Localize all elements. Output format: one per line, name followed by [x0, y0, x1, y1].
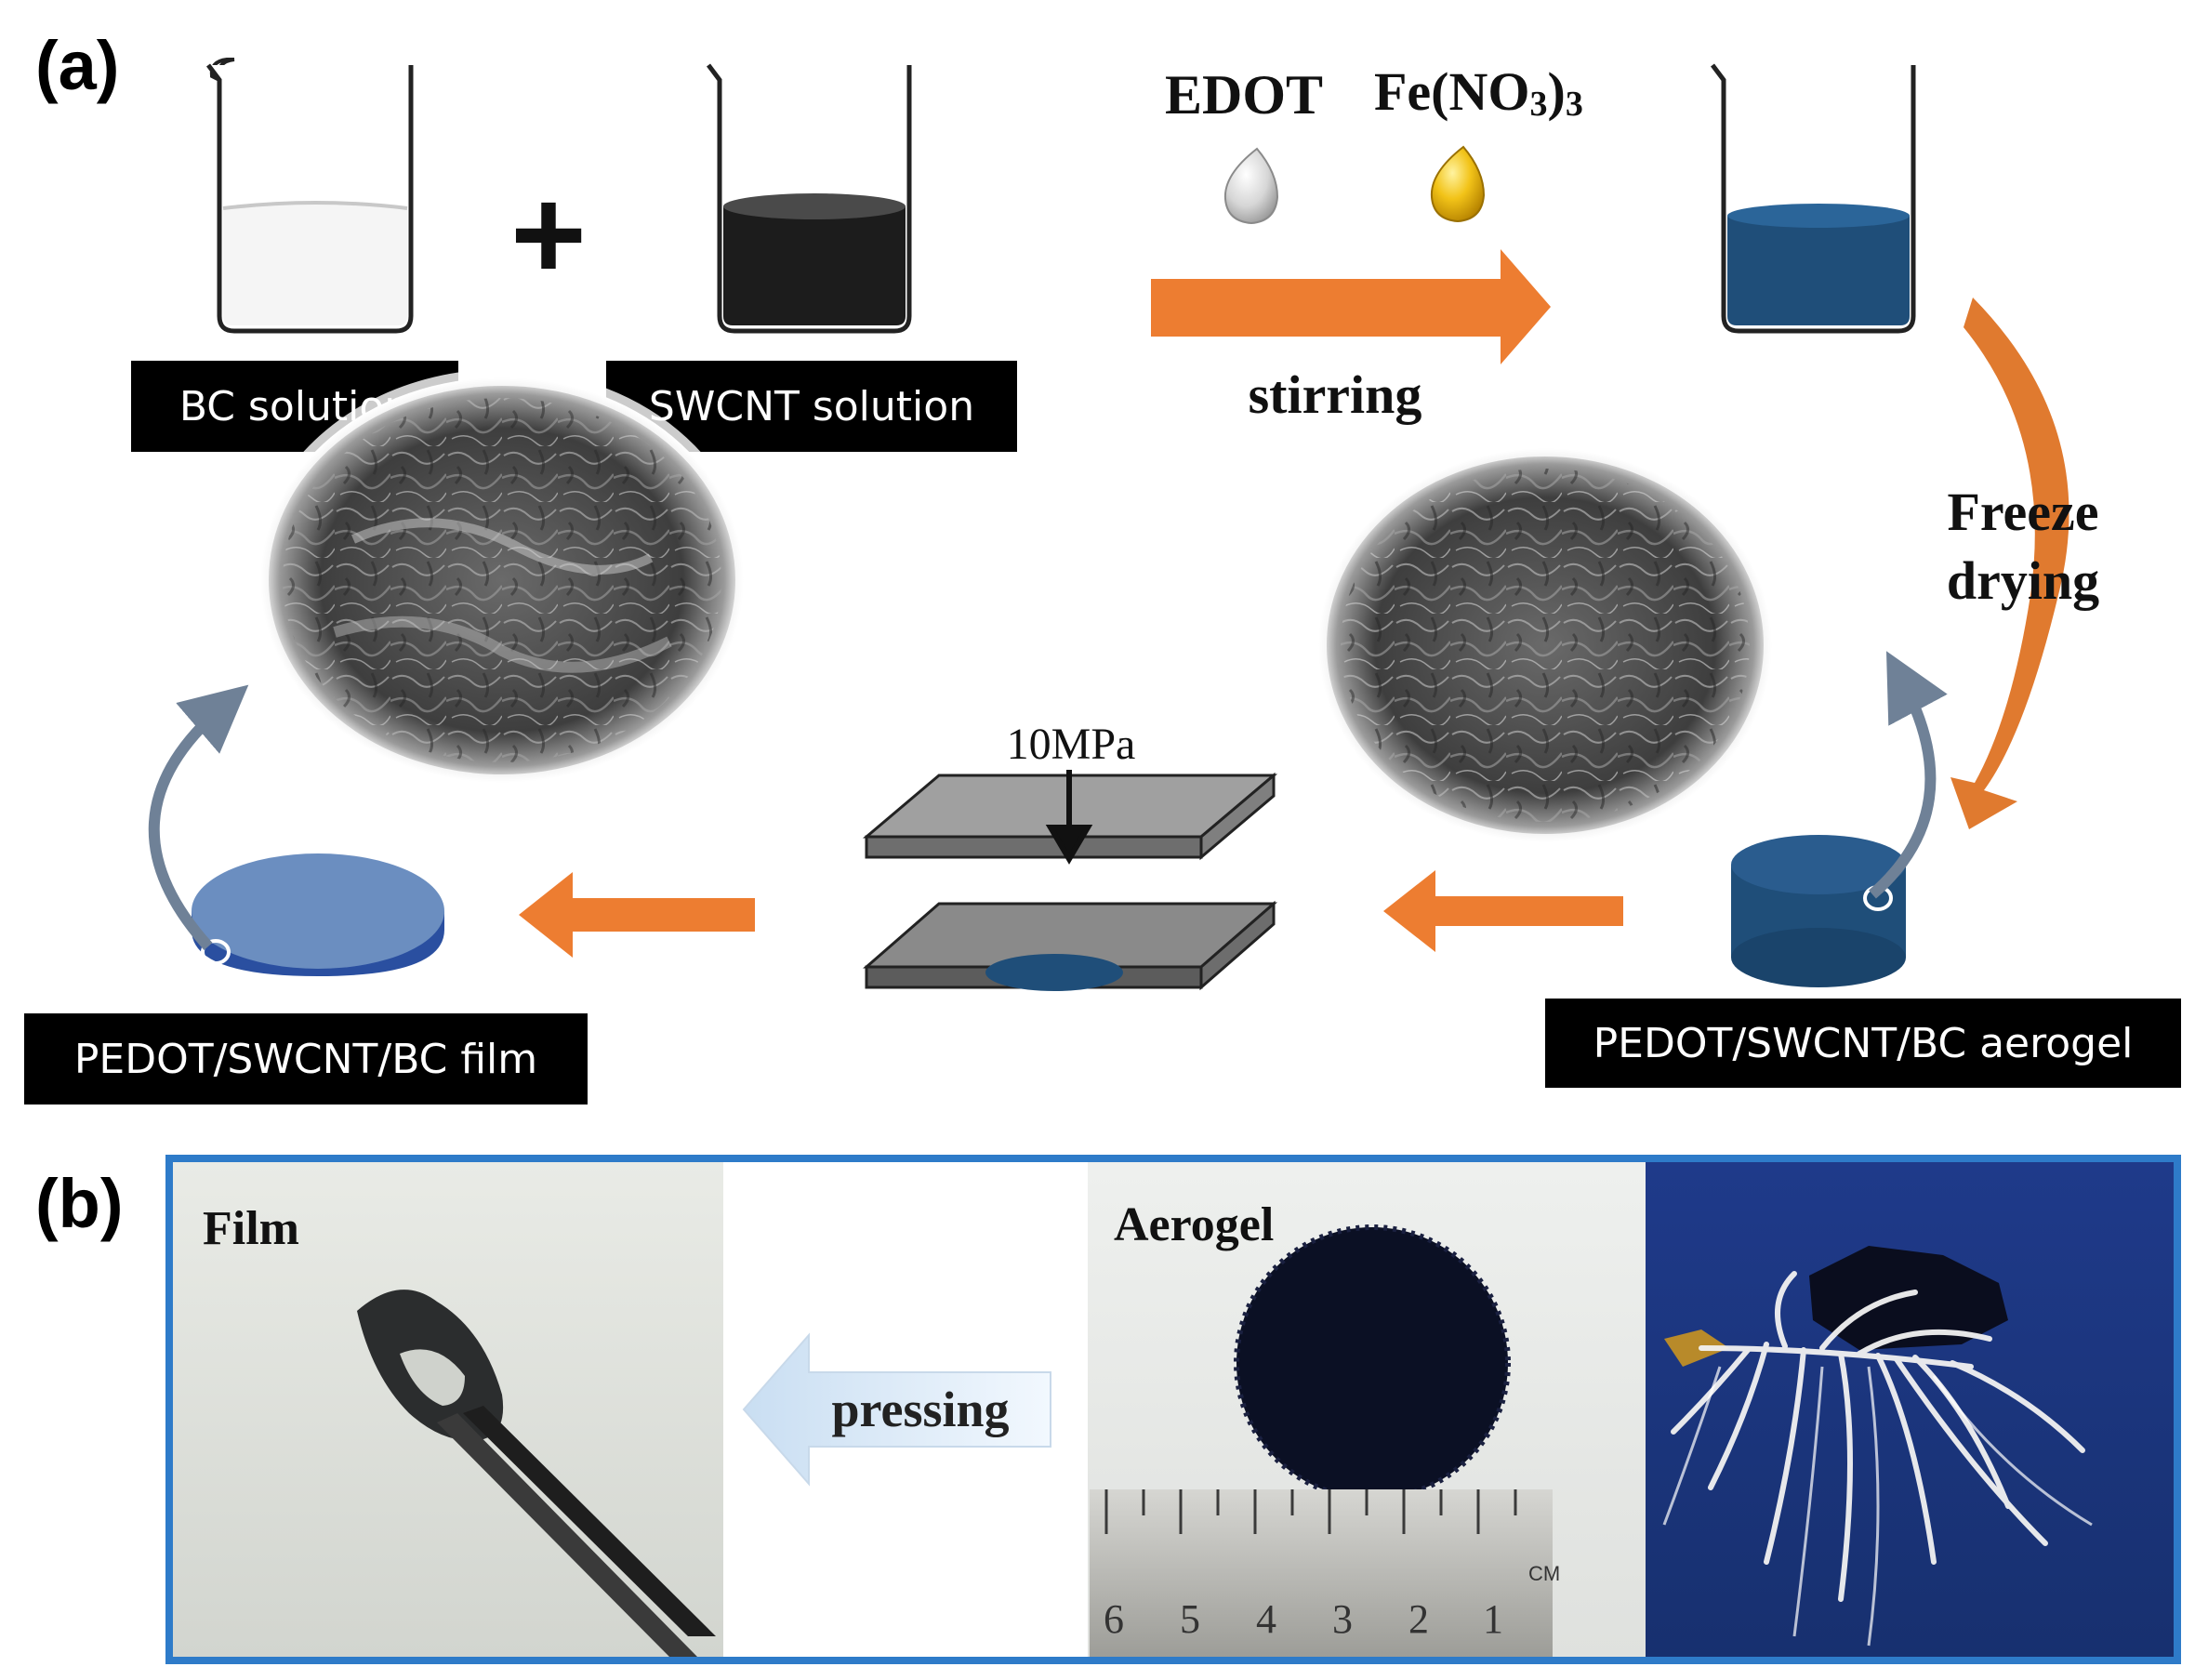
swcnt-solution-label: SWCNT solution: [649, 383, 974, 430]
pressure-label: 10MPa: [1007, 720, 1136, 769]
ruler-number-1: 1: [1483, 1596, 1503, 1642]
freeze-label: Freeze: [1947, 482, 2098, 542]
aerogel-photo: 6 5 4 3 2 1 CM: [1088, 1162, 1646, 1657]
film-label-box: [24, 1013, 588, 1105]
iron-nitrate-sub2: 3: [1566, 85, 1583, 124]
ruler: [1090, 1489, 1553, 1657]
film-disc: [192, 853, 444, 976]
film-sem-image: [252, 369, 752, 791]
drying-label: drying: [1947, 550, 2099, 611]
edot-drop-icon: [1223, 147, 1279, 225]
aerogel-on-feather-photo: [1646, 1162, 2174, 1657]
film-zoom-arrow: [148, 684, 249, 951]
bc-beaker: [206, 58, 414, 334]
pressing-arrow: [742, 1332, 1051, 1487]
aerogel-photo-title: Aerogel: [1114, 1198, 1274, 1251]
to-press-arrow: [1383, 870, 1623, 952]
film-photo: [173, 1162, 723, 1657]
swcnt-beaker: [707, 63, 912, 334]
plus-sign: +: [510, 161, 587, 307]
iron-nitrate-sub: 3: [1530, 85, 1548, 124]
iron-nitrate-label: Fe(NO3)3: [1374, 61, 1583, 124]
aerogel-label: PEDOT/SWCNT/BC aerogel: [1593, 1020, 2134, 1067]
aerogel-label-box: [1545, 999, 2181, 1088]
panel-a-label: (a): [35, 27, 119, 104]
pressure-arrow: [1045, 770, 1093, 865]
to-film-arrow: [519, 872, 755, 958]
film-label: PEDOT/SWCNT/BC film: [74, 1036, 537, 1083]
iron-nitrate-main: Fe(NO: [1374, 61, 1530, 122]
freeze-drying-arrow: [1950, 298, 2069, 829]
ruler-number-4: 4: [1256, 1596, 1276, 1642]
pressing-label: pressing: [831, 1382, 1009, 1437]
iron-nitrate-drop-icon: [1430, 145, 1486, 223]
stirring-label: stirring: [1249, 364, 1422, 425]
aerogel-cylinder: [1731, 835, 1906, 987]
ruler-number-2: 2: [1408, 1596, 1429, 1642]
iron-nitrate-close: ): [1548, 61, 1566, 122]
panel-b-label: (b): [35, 1165, 124, 1242]
ruler-number-3: 3: [1332, 1596, 1353, 1642]
ruler-number-6: 6: [1104, 1596, 1124, 1642]
mixed-solution-beaker: [1711, 63, 1916, 334]
aerogel-sem-image: [1310, 440, 1780, 851]
hydraulic-press: [862, 772, 1278, 991]
film-photo-title: Film: [203, 1202, 299, 1255]
stirring-arrow: [1151, 249, 1551, 364]
ruler-number-5: 5: [1180, 1596, 1200, 1642]
edot-label: EDOT: [1165, 64, 1323, 126]
ruler-unit: CM: [1528, 1562, 1560, 1585]
aerogel-zoom-arrow: [1869, 651, 1948, 899]
